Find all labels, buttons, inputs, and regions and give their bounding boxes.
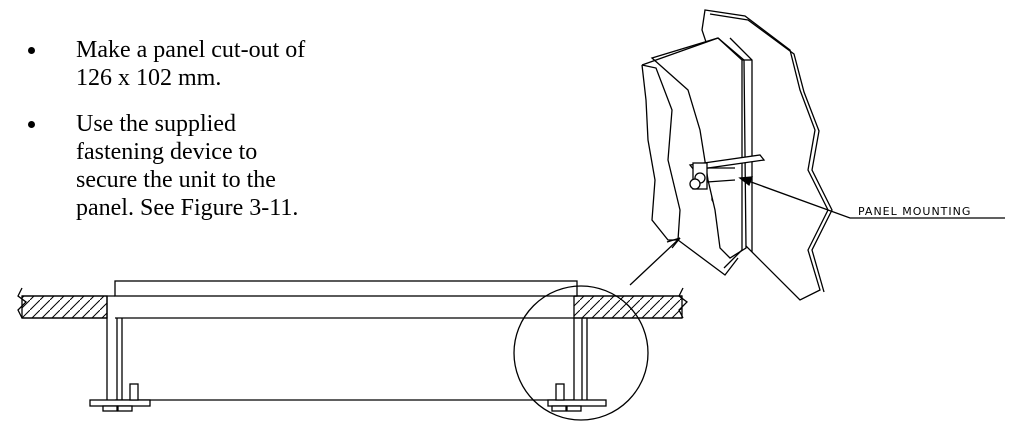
detail-circle xyxy=(513,285,649,421)
bullet-icon xyxy=(28,121,35,128)
panel-section xyxy=(17,280,688,412)
instruction-list: Make a panel cut-out of 126 x 102 mm. Us… xyxy=(20,36,320,240)
fastening-clamp xyxy=(688,154,766,190)
instruction-text-cutout: Make a panel cut-out of 126 x 102 mm. xyxy=(76,37,306,91)
unit-box xyxy=(641,37,753,276)
instruction-item: Make a panel cut-out of 126 x 102 mm. xyxy=(20,36,320,92)
bullet-icon xyxy=(28,47,35,54)
instruction-item: Use the supplied fastening device to sec… xyxy=(20,110,320,222)
detail-arrow xyxy=(629,237,681,286)
instruction-text-fastening: Use the supplied fastening device to sec… xyxy=(76,111,299,221)
panel-mounting-label: PANEL MOUNTING xyxy=(858,205,972,218)
callout-leader xyxy=(738,176,1005,219)
